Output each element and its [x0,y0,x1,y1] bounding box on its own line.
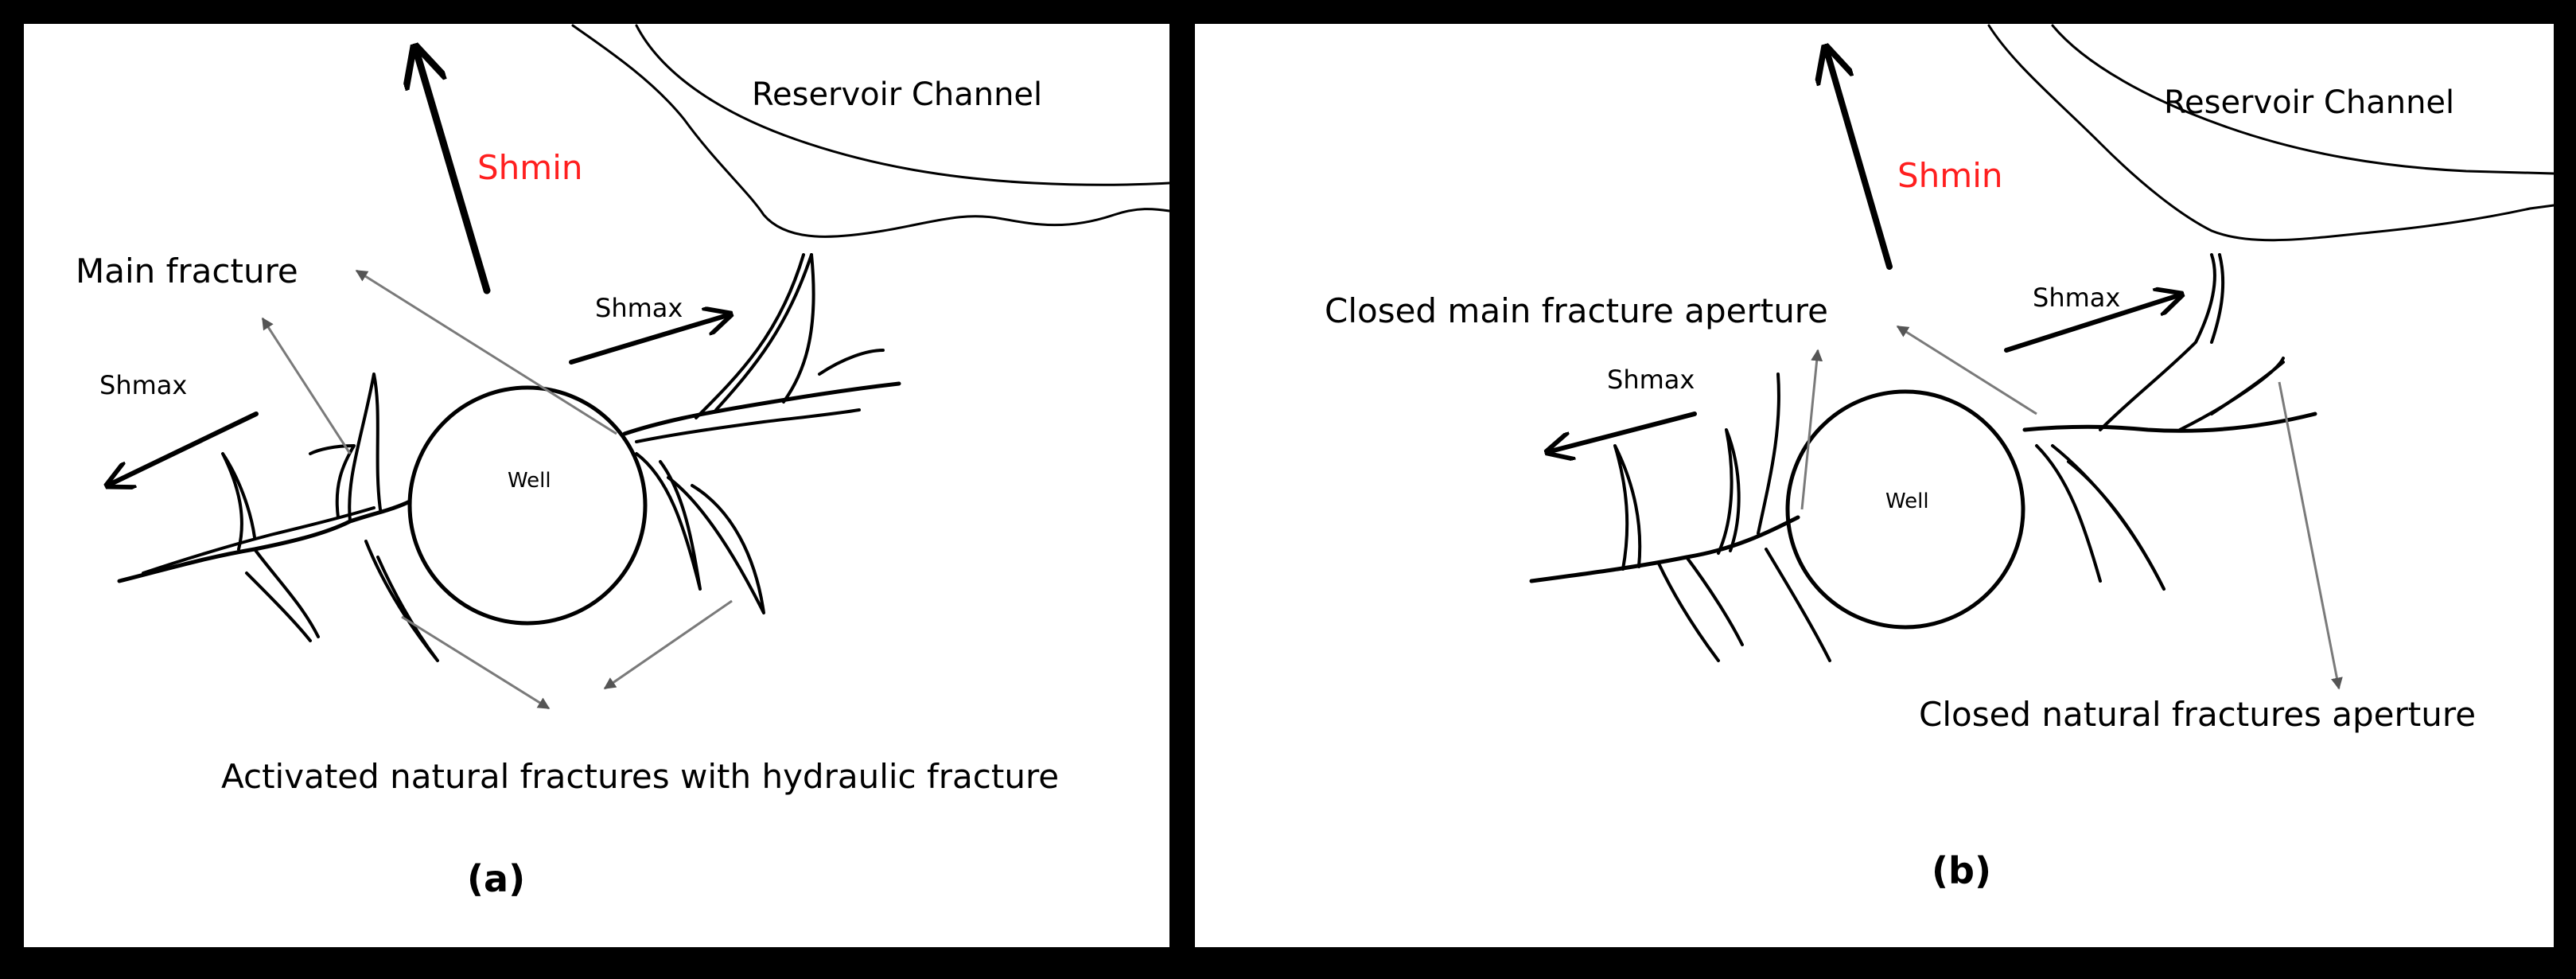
well-circle [407,385,648,626]
panel-b: Reservoir Channel Shmin Shmax Shmax Well [1195,24,2555,947]
shmax-right-arrow [2004,294,2181,353]
main-fracture-left [117,372,439,662]
caption: (b) [1932,849,1991,892]
shmin-arrow [1826,48,1893,270]
shmax-left-label: Shmax [99,370,187,400]
main-fracture-leader-2 [1800,349,1823,510]
shmax-left-label: Shmax [1607,365,1695,395]
panel-b-background [1195,24,2554,947]
shmax-right-label: Shmax [595,293,683,323]
natural-fracture-leader-1 [2278,381,2343,690]
closed-fracture-left [1529,372,1831,662]
natural-fracture-label: Activated natural fractures with hydraul… [221,757,1059,796]
main-fracture-label: Closed main fracture aperture [1325,291,1828,330]
natural-fracture-label: Closed natural fractures aperture [1919,695,2476,734]
shmin-label: Shmin [1897,156,2002,195]
natural-fracture-leader-1 [401,615,551,710]
well-label: Well [1885,490,1929,513]
main-fracture-right [622,253,901,614]
well-label: Well [508,469,551,493]
reservoir-channel-boundary [571,24,1171,238]
main-fracture-leader-1 [1896,325,2037,415]
reservoir-channel-boundary [1987,24,2555,242]
panel-a-background [24,24,1169,947]
panel-a: Reservoir Channel Shmin Shmax Shmax Well [24,24,1171,947]
main-fracture-leader-2 [261,317,352,454]
reservoir-channel-label: Reservoir Channel [2164,84,2454,121]
shmin-label: Shmin [477,148,582,187]
shmax-left-arrow [107,411,259,486]
well-circle [1785,389,2025,630]
reservoir-channel-label: Reservoir Channel [752,76,1042,113]
reservoir-channel-inner-boundary [635,24,1171,186]
reservoir-channel-inner-boundary [2051,24,2555,175]
main-fracture-label: Main fracture [76,252,298,291]
natural-fracture-leader-2 [603,599,733,690]
shmax-right-arrow [569,314,730,365]
shmin-arrow [415,48,491,294]
shmax-right-label: Shmax [2033,283,2120,313]
shmax-left-arrow [1547,411,1697,452]
main-fracture-leader-1 [355,269,617,435]
closed-fracture-right [2022,253,2317,591]
caption: (a) [467,857,525,900]
